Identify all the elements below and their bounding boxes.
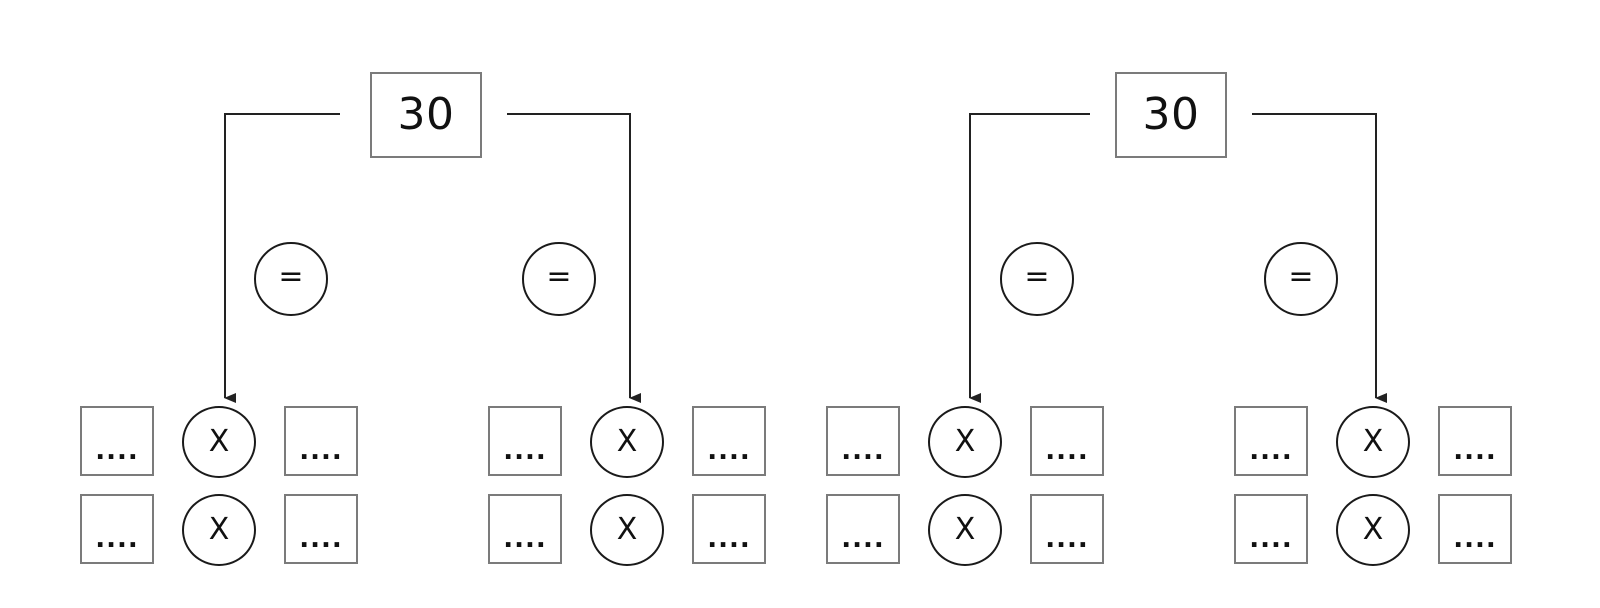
factor-blank-box[interactable]: .... (1438, 406, 1512, 476)
equals-sign: = (254, 242, 328, 316)
times-sign: X (1336, 494, 1410, 566)
equals-sign: = (1264, 242, 1338, 316)
times-sign: X (182, 406, 256, 478)
times-sign: X (1336, 406, 1410, 478)
times-sign: X (182, 494, 256, 566)
equals-sign: = (1000, 242, 1074, 316)
root-number-box: 30 (370, 72, 482, 158)
factor-blank-box[interactable]: .... (1030, 406, 1104, 476)
factor-blank-box[interactable]: .... (488, 494, 562, 564)
factor-blank-box[interactable]: .... (1030, 494, 1104, 564)
factor-blank-box[interactable]: .... (1234, 494, 1308, 564)
factor-blank-box[interactable]: .... (826, 406, 900, 476)
times-sign: X (590, 406, 664, 478)
factor-blank-box[interactable]: .... (488, 406, 562, 476)
factor-blank-box[interactable]: .... (80, 406, 154, 476)
factor-blank-box[interactable]: .... (1438, 494, 1512, 564)
times-sign: X (590, 494, 664, 566)
factor-blank-box[interactable]: .... (80, 494, 154, 564)
factor-blank-box[interactable]: .... (826, 494, 900, 564)
times-sign: X (928, 406, 1002, 478)
factor-blank-box[interactable]: .... (692, 406, 766, 476)
root-number-box: 30 (1115, 72, 1227, 158)
factor-blank-box[interactable]: .... (692, 494, 766, 564)
factor-blank-box[interactable]: .... (284, 494, 358, 564)
equals-sign: = (522, 242, 596, 316)
factor-blank-box[interactable]: .... (284, 406, 358, 476)
times-sign: X (928, 494, 1002, 566)
factor-blank-box[interactable]: .... (1234, 406, 1308, 476)
